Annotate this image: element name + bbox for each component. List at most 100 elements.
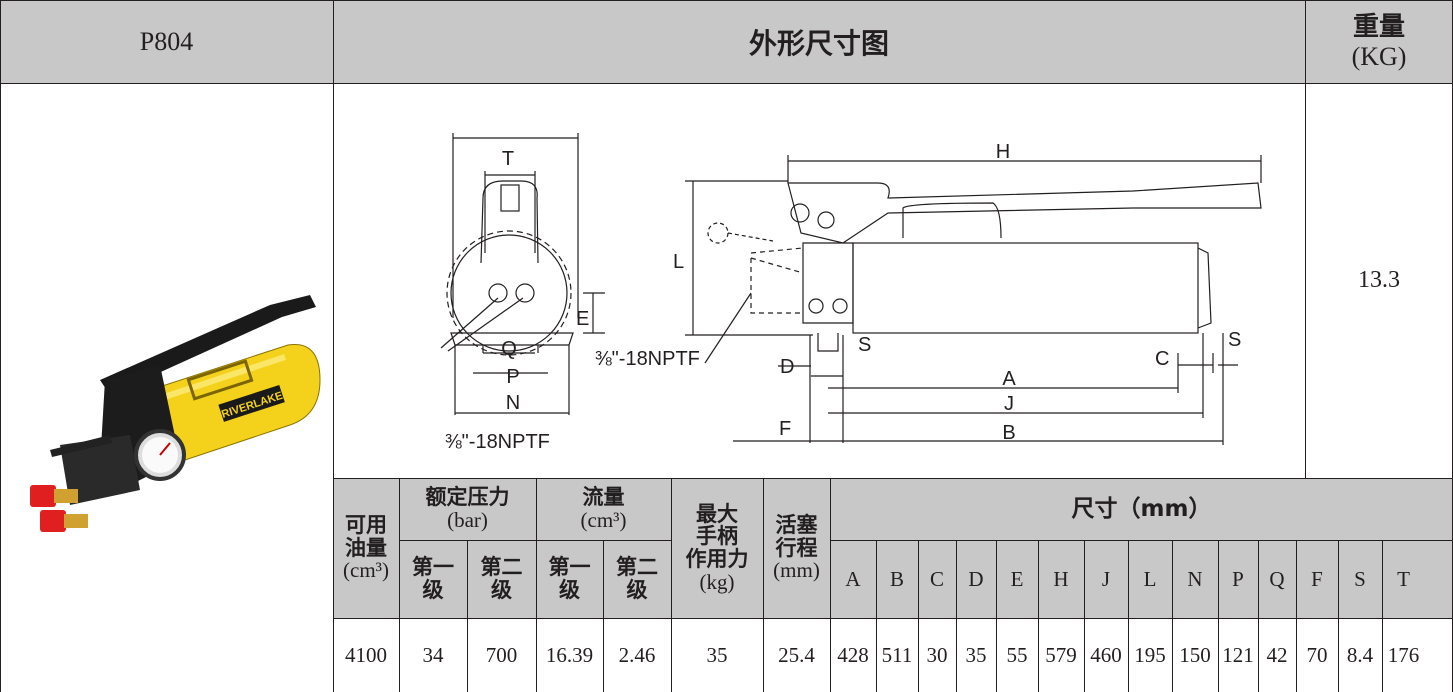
dim-value-j: 460 [1090, 642, 1122, 667]
table-border [671, 478, 672, 692]
table-border [956, 540, 957, 692]
dimensions-header: 尺寸（mm） [1071, 495, 1212, 522]
dim-key-p: P [1232, 566, 1244, 591]
dim-label-h: H [996, 141, 1010, 163]
dim-key-e: E [1010, 566, 1024, 591]
dim-key-t: T [1397, 566, 1410, 591]
weight-value: 13.3 [1358, 266, 1400, 293]
value-pressure-stage1: 34 [422, 642, 444, 667]
dim-value-q: 42 [1266, 642, 1288, 667]
weight-header: 重量 (KG) [1305, 0, 1453, 83]
dim-key-b: B [889, 566, 904, 591]
table-border [1128, 540, 1129, 692]
dim-value-t: 176 [1387, 642, 1420, 667]
value-flow-stage1: 16.39 [545, 642, 594, 667]
flow-stage2-header: 第二 级 [616, 555, 658, 602]
table-border [603, 540, 604, 692]
table-border [1338, 540, 1339, 692]
drawing-title-header: 外形尺寸图 [333, 0, 1305, 83]
dim-label-s-left: S [858, 334, 871, 356]
dim-key-l: L [1143, 566, 1157, 591]
dim-value-s: 8.4 [1346, 642, 1374, 667]
pressure-stage1-header: 第一 级 [412, 555, 454, 602]
dim-value-l: 195 [1134, 642, 1166, 667]
dim-value-a: 428 [837, 642, 869, 667]
table-border [996, 540, 997, 692]
dim-label-a: A [1002, 368, 1016, 390]
table-border [830, 478, 831, 692]
dim-value-h: 579 [1045, 642, 1077, 667]
table-border [1382, 540, 1383, 692]
dim-label-j: J [1004, 393, 1014, 415]
max-handle-force-header: 最大 手柄 作用力 (kg) [685, 501, 749, 594]
table-border [1258, 540, 1259, 692]
dim-value-d: 35 [965, 642, 987, 667]
flow-stage1-header: 第一 级 [548, 555, 591, 602]
dim-label-c: C [1155, 348, 1169, 370]
dim-value-f: 70 [1306, 642, 1328, 667]
dim-label-d: D [780, 356, 794, 378]
dim-value-c: 30 [926, 642, 948, 667]
weight-unit: (KG) [1351, 41, 1407, 71]
dim-key-s: S [1354, 566, 1366, 591]
dim-label-s-right: S [1228, 329, 1241, 351]
weight-value-cell: 13.3 [1305, 83, 1453, 478]
table-border [876, 540, 877, 692]
value-flow-stage2: 2.46 [618, 642, 656, 667]
dim-key-d: D [968, 566, 984, 591]
table-border [830, 540, 1453, 541]
table-border [763, 478, 764, 692]
product-photo: RIVERLAKE [20, 285, 325, 555]
spec-header-bg [333, 478, 1453, 618]
value-max-handle-force: 35 [706, 642, 728, 667]
dim-label-e: E [576, 308, 589, 330]
dim-key-n: N [1187, 566, 1203, 591]
table-border [399, 478, 400, 692]
table-border [333, 0, 334, 692]
value-pressure-stage2: 700 [485, 642, 518, 667]
port-label-1: ⅜"-18NPTF [445, 431, 550, 453]
table-border [333, 478, 1453, 479]
model-name: P804 [139, 26, 194, 56]
dim-label-p: P [506, 366, 519, 388]
dim-label-b: B [1002, 422, 1015, 444]
table-border [1038, 540, 1039, 692]
drawing-title: 外形尺寸图 [748, 26, 889, 60]
dim-key-a: A [845, 566, 861, 591]
rated-pressure-header: 额定压力 (bar) [425, 485, 510, 532]
table-border [918, 540, 919, 692]
weight-label: 重量 [1352, 11, 1405, 42]
table-border [536, 478, 537, 692]
dim-label-l: L [673, 251, 684, 273]
table-border [0, 83, 1453, 84]
dim-label-t: T [502, 148, 514, 170]
dim-label-f: F [779, 418, 791, 440]
table-border [1218, 540, 1219, 692]
dim-key-f: F [1311, 566, 1323, 591]
dim-value-p: 121 [1222, 642, 1254, 667]
dim-key-c: C [929, 566, 944, 591]
dim-key-q: Q [1269, 566, 1285, 591]
dim-value-e: 55 [1006, 642, 1028, 667]
table-border [1296, 540, 1297, 692]
table-border [467, 540, 468, 692]
table-border [1084, 540, 1085, 692]
dim-key-j: J [1101, 566, 1111, 591]
value-stroke: 25.4 [778, 642, 815, 667]
flow-header: 流量 (cm³) [580, 485, 627, 532]
pressure-stage2-header: 第二 级 [480, 555, 523, 602]
table-border [0, 0, 1453, 1]
table-border [1305, 0, 1306, 478]
dim-value-n: 150 [1179, 642, 1211, 667]
dim-key-h: H [1053, 566, 1069, 591]
port-label-2: ⅜"-18NPTF [595, 348, 700, 370]
dim-label-n: N [506, 392, 520, 414]
table-border [399, 540, 671, 541]
oil-capacity-header: 可用 油量 (cm³) [343, 512, 389, 583]
value-oil: 4100 [345, 642, 387, 667]
stroke-header: 活塞 行程 (mm) [773, 512, 820, 583]
table-border [0, 0, 1, 692]
dim-value-b: 511 [881, 642, 913, 667]
dim-label-q: Q [501, 338, 517, 360]
